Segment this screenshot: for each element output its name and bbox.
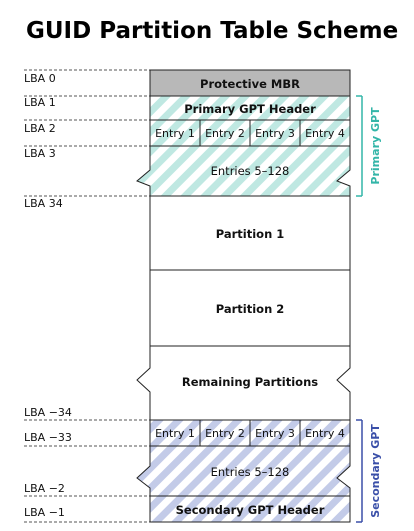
secondary-entry-2	[199, 419, 251, 447]
secondary-header-label: Secondary GPT Header	[176, 503, 325, 517]
lba-label-2: LBA 2	[24, 122, 56, 135]
primary-header-block	[149, 95, 351, 121]
secondary-header-block	[149, 495, 351, 523]
lba-label-34: LBA 34	[24, 197, 63, 210]
lba-label-m1: LBA −1	[24, 506, 65, 519]
primary-entry-3-label: Entry 3	[255, 127, 295, 140]
lba-label-m2: LBA −2	[24, 482, 65, 495]
partition2-block	[149, 269, 351, 347]
secondary-more-label: Entries 5–128	[211, 465, 290, 479]
remaining-label: Remaining Partitions	[182, 375, 318, 389]
primary-gpt-label: Primary GPT	[369, 107, 382, 185]
protective-mbr-label: Protective MBR	[200, 77, 300, 91]
secondary-gpt-label: Secondary GPT	[369, 424, 382, 518]
protective-mbr-block	[149, 69, 351, 97]
lba-label-m33: LBA −33	[24, 431, 72, 444]
secondary-gpt-bracket	[356, 419, 363, 523]
primary-entry-2	[199, 119, 251, 147]
lba-label-1: LBA 1	[24, 96, 56, 109]
secondary-entry-1-label: Entry 1	[155, 427, 195, 440]
lba-label-m34: LBA −34	[24, 406, 72, 419]
primary-more-label: Entries 5–128	[211, 164, 290, 178]
primary-entry-2-label: Entry 2	[205, 127, 245, 140]
secondary-entry-2-label: Entry 2	[205, 427, 245, 440]
primary-entry-1-label: Entry 1	[155, 127, 195, 140]
secondary-entry-4	[299, 419, 351, 447]
lba-guides	[24, 69, 150, 523]
primary-header-label: Primary GPT Header	[184, 102, 316, 116]
lba-label-3: LBA 3	[24, 147, 56, 160]
partition1-label: Partition 1	[216, 227, 285, 241]
diagram-title: GUID Partition Table Scheme	[26, 18, 399, 44]
secondary-entry-3-label: Entry 3	[255, 427, 295, 440]
primary-gpt-bracket	[356, 95, 363, 197]
primary-entry-4-label: Entry 4	[305, 127, 345, 140]
lba-label-0: LBA 0	[24, 72, 56, 85]
partition2-label: Partition 2	[216, 302, 285, 316]
secondary-entry-4-label: Entry 4	[305, 427, 345, 440]
